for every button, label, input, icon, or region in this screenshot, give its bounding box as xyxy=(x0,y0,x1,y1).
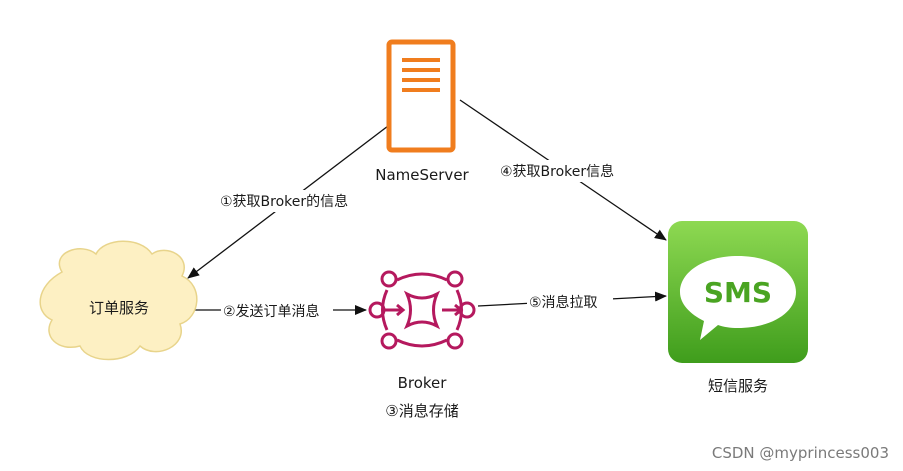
watermark: CSDN @myprincess003 xyxy=(712,444,889,462)
edge-label-send-order-message: ②发送订单消息 xyxy=(223,303,320,320)
broker-icon xyxy=(368,270,476,350)
sms-app-icon: SMS xyxy=(668,221,808,363)
sms-service-label: 短信服务 xyxy=(708,377,768,395)
edge-label-4: ④获取Broker信息 xyxy=(498,160,628,182)
edge-label-message-pull: ⑤消息拉取 xyxy=(529,294,598,311)
broker-node: Broker ③消息存储 xyxy=(368,270,476,420)
sms-icon-text: SMS xyxy=(704,276,772,309)
sms-service-node: SMS 短信服务 xyxy=(668,221,808,395)
cloud-icon xyxy=(39,240,198,361)
edge-label-get-broker-info-2: ④获取Broker信息 xyxy=(500,163,614,180)
edge-label-5: ⑤消息拉取 xyxy=(527,291,613,313)
edge-label-2: ②发送订单消息 xyxy=(221,300,333,322)
edge-label-1: ①获取Broker的信息 xyxy=(218,190,360,212)
order-service-label: 订单服务 xyxy=(89,299,149,317)
nameserver-node: NameServer xyxy=(375,39,470,184)
order-service-node: 订单服务 xyxy=(39,240,198,361)
server-icon xyxy=(386,39,456,153)
edge-label-get-broker-info: ①获取Broker的信息 xyxy=(220,193,348,210)
broker-note: ③消息存储 xyxy=(385,402,458,420)
broker-label: Broker xyxy=(398,374,448,392)
nameserver-label: NameServer xyxy=(375,166,469,184)
